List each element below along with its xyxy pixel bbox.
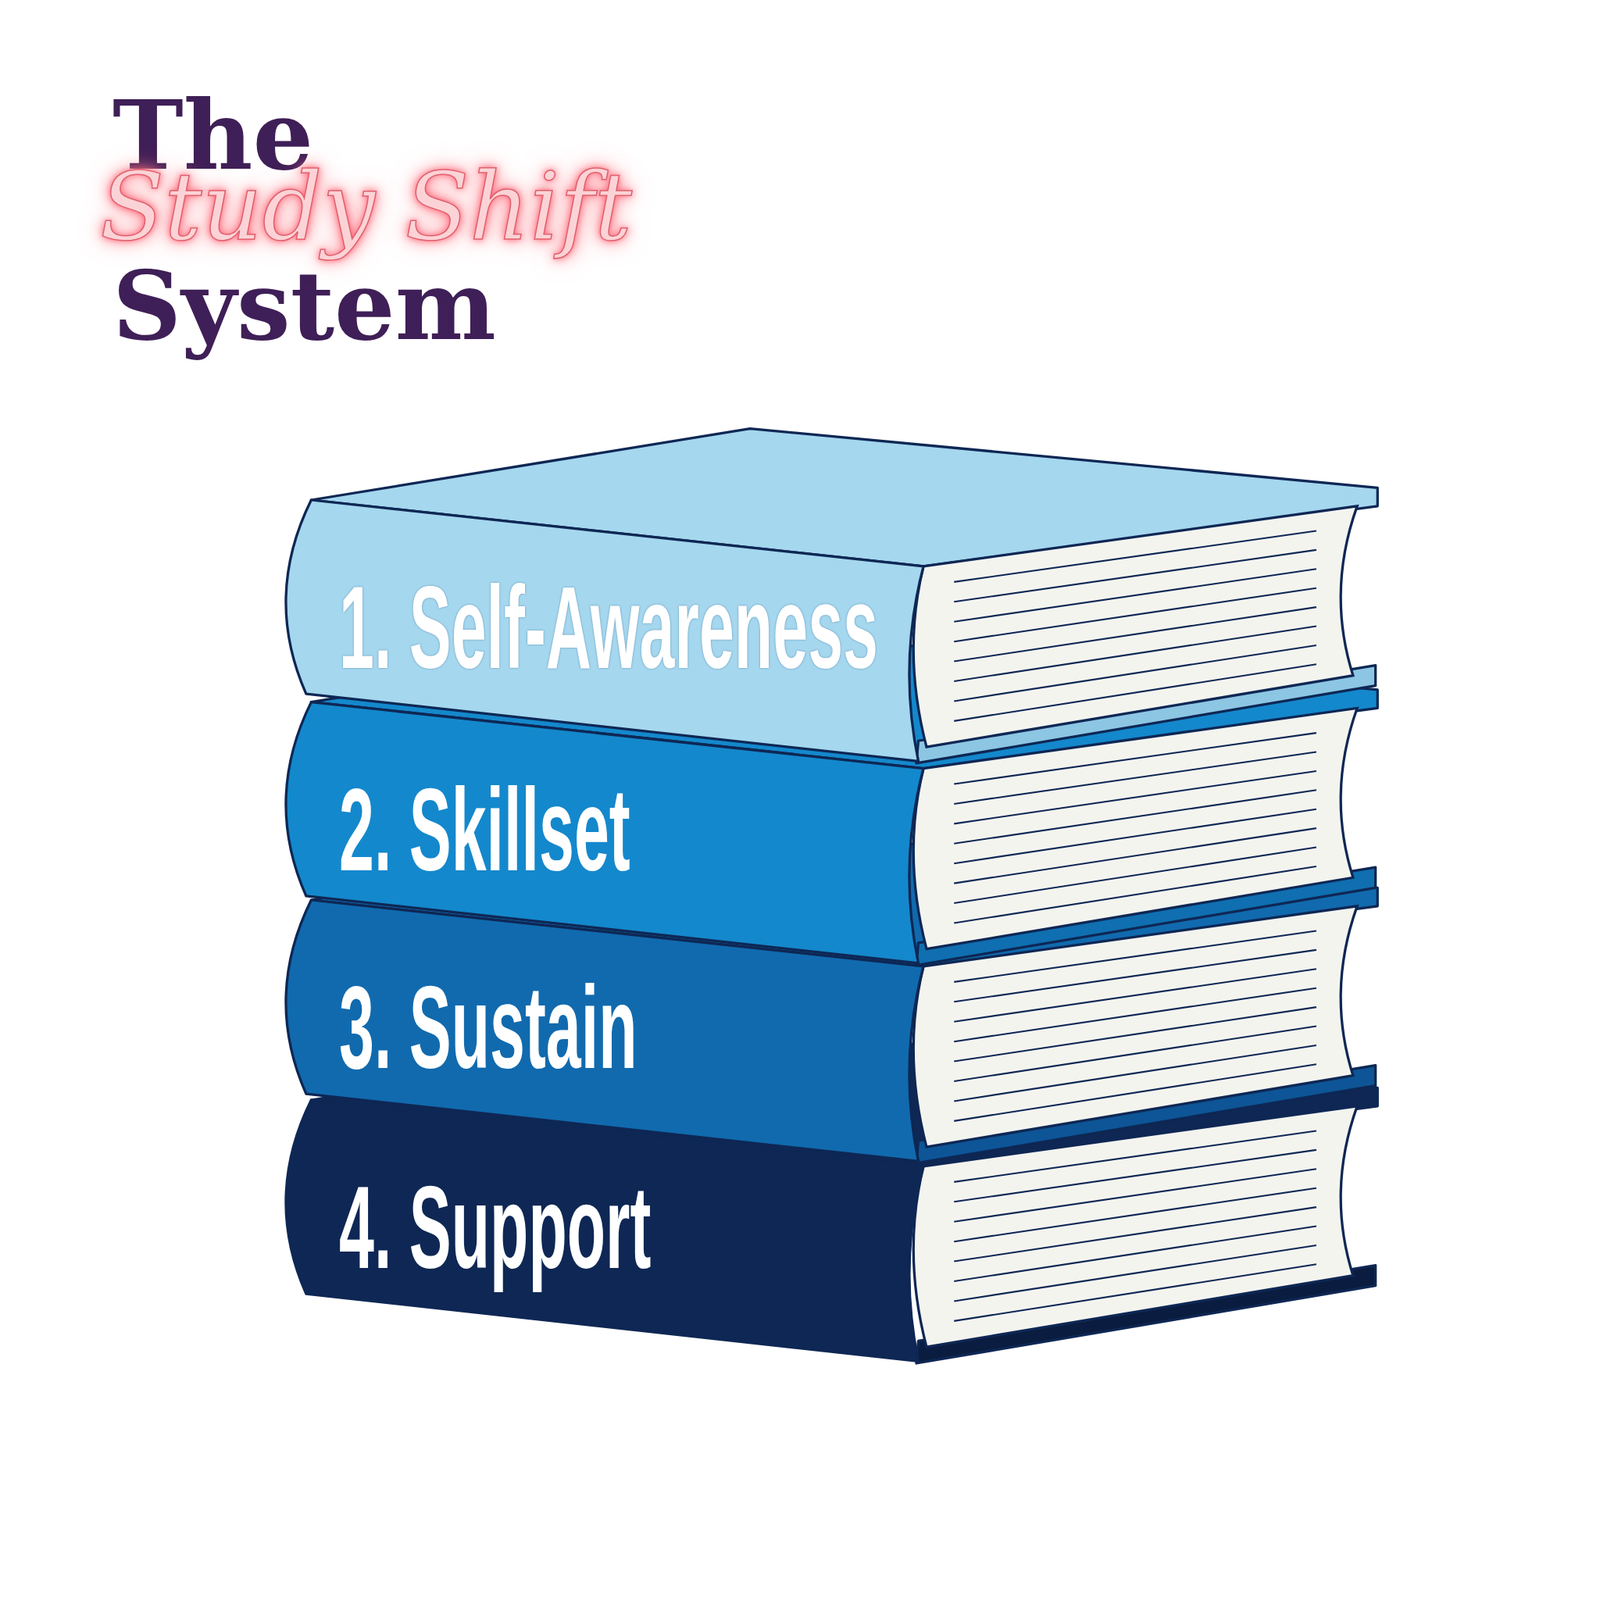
book-spine-box: 1. Self-Awareness xyxy=(339,546,900,710)
book-spine-box: 3. Sustain xyxy=(339,946,900,1110)
book-title: 3. Sustain xyxy=(339,968,638,1086)
page-line xyxy=(953,752,1317,804)
book-pages xyxy=(913,506,1358,747)
book-spine-box: 2. Skillset xyxy=(339,747,900,911)
book-title: 4. Support xyxy=(339,1168,651,1286)
title-word: System xyxy=(112,257,497,354)
book-spine-box: 4. Support xyxy=(339,1146,900,1310)
book-spine xyxy=(285,500,924,761)
book-title: 1. Self-Awareness xyxy=(339,568,879,686)
book-title: 2. Skillset xyxy=(339,771,631,889)
page-line xyxy=(953,1264,1317,1322)
book xyxy=(285,428,1378,764)
page-line xyxy=(953,664,1317,722)
page-line xyxy=(953,1064,1317,1122)
page-line xyxy=(953,950,1317,1002)
page-line xyxy=(953,1150,1317,1202)
page-line xyxy=(953,550,1317,602)
title-word: Study Shift xyxy=(100,160,633,254)
page-line xyxy=(953,866,1317,924)
page-line xyxy=(953,530,1317,582)
